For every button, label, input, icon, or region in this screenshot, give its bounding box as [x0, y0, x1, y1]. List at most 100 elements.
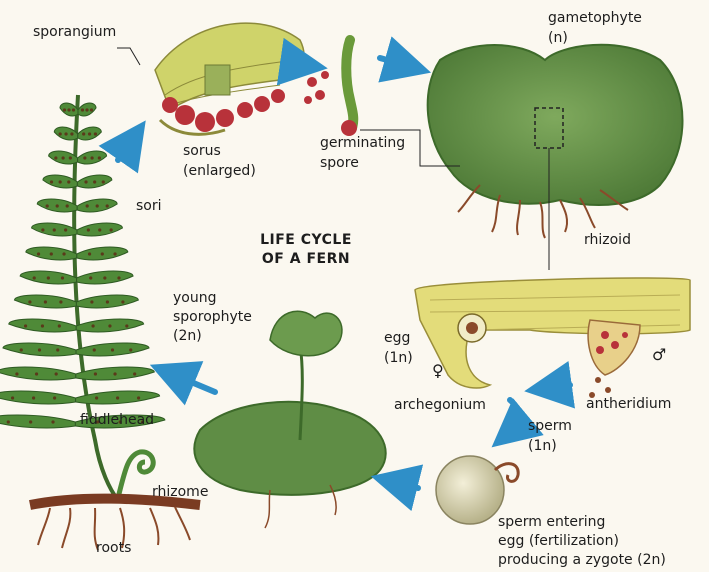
- label-sperm: sperm: [528, 418, 572, 435]
- sorus-dot: [7, 420, 10, 423]
- sorus-dot: [84, 180, 87, 183]
- label-sporophyte-ploidy: (2n): [173, 328, 202, 345]
- sorus-dot: [70, 132, 73, 135]
- sorus-dot: [102, 180, 105, 183]
- sorus-dot: [64, 132, 67, 135]
- sorus-dot: [67, 108, 70, 111]
- sorus-dot: [50, 252, 53, 255]
- sorus-dot: [69, 156, 72, 159]
- sorus-dot: [32, 396, 35, 399]
- sorus-dot: [62, 252, 65, 255]
- sorus-dot: [56, 348, 59, 351]
- fiddlehead-curl: [118, 452, 153, 498]
- sorus-dot: [93, 180, 96, 183]
- sorus-dot: [51, 420, 54, 423]
- sorus-dot: [83, 156, 86, 159]
- sorus-dot: [46, 204, 49, 207]
- label-spore: spore: [320, 155, 359, 172]
- label-sori: sori: [136, 198, 162, 215]
- sorus-dot: [90, 108, 93, 111]
- diagram-title-line-1: LIFE CYCLE: [246, 232, 366, 249]
- sorus-dot: [110, 228, 113, 231]
- sorus-dot: [94, 372, 97, 375]
- sorus-dot: [93, 348, 96, 351]
- egg-cell: [458, 314, 486, 342]
- sorus-dot: [106, 300, 109, 303]
- male-symbol: ♂: [652, 346, 666, 363]
- sorus-dot: [91, 324, 94, 327]
- sorus-dot: [41, 324, 44, 327]
- sorus-dot: [55, 372, 58, 375]
- sorus-dot: [82, 132, 85, 135]
- label-archegonium: archegonium: [394, 397, 486, 414]
- sorus-dot: [63, 108, 66, 111]
- label-sperm-ploidy: (1n): [528, 438, 557, 455]
- sorus-dot: [44, 300, 47, 303]
- sorus-dot: [108, 324, 111, 327]
- sorus-dot: [89, 276, 92, 279]
- label-egg: egg: [384, 330, 410, 347]
- label-sporangium: sporangium: [33, 24, 116, 41]
- mature-fern-illustration: [0, 95, 200, 550]
- label-egg-ploidy: (1n): [384, 350, 413, 367]
- sorus-dot: [61, 276, 64, 279]
- arrow-sorus-to-spore: [283, 62, 304, 65]
- sorus-dot: [50, 180, 53, 183]
- sorus-dot: [113, 252, 116, 255]
- sorus-dot: [38, 348, 41, 351]
- sorus-dot: [113, 372, 116, 375]
- label-roots: roots: [96, 540, 131, 557]
- sorus-dot: [28, 300, 31, 303]
- sorus-dot: [59, 132, 62, 135]
- sorus-dot: [88, 252, 91, 255]
- sorus-dot: [86, 204, 89, 207]
- sorus-dot: [37, 252, 40, 255]
- arrow-down-sperm: [510, 400, 519, 432]
- sorus-dot: [72, 108, 75, 111]
- sorus-dot: [41, 228, 44, 231]
- arrow-zygote-to-young: [394, 482, 418, 488]
- sorus-dot: [11, 396, 14, 399]
- sorus-dot: [116, 396, 119, 399]
- sorus-dot: [88, 132, 91, 135]
- arrow-young-to-fern: [172, 374, 215, 392]
- sorus-dot: [64, 228, 67, 231]
- sorus-dot: [24, 324, 27, 327]
- sorus-dot: [35, 372, 38, 375]
- arrow-sperm-to-egg: [548, 385, 570, 388]
- fern-pinnae: [0, 103, 165, 428]
- arrow-sori-to-sorus: [118, 140, 132, 160]
- label-fertilization-3: producing a zygote (2n): [498, 552, 666, 569]
- germinating-spore-illustration: [304, 40, 357, 136]
- sorus-dot: [98, 228, 101, 231]
- sorus-dot: [95, 396, 98, 399]
- antheridium-body: [588, 320, 640, 375]
- label-fertilization-1: sperm entering: [498, 514, 605, 531]
- sorus-dot: [67, 180, 70, 183]
- label-sporophyte: sporophyte: [173, 309, 252, 326]
- label-gametophyte: gametophyte: [548, 10, 642, 27]
- sorus-dot: [29, 420, 32, 423]
- label-antheridium: antheridium: [586, 396, 671, 413]
- sorus-dot: [90, 300, 93, 303]
- released-sperm: [589, 377, 611, 398]
- sorus-dot: [58, 324, 61, 327]
- sorus-dot: [15, 372, 18, 375]
- sorus-enlarged-illustration: [155, 23, 304, 134]
- sorus-dot: [54, 156, 57, 159]
- female-symbol: ♀: [432, 362, 444, 379]
- sorus-dot: [85, 108, 88, 111]
- label-fiddlehead: fiddlehead: [80, 412, 154, 429]
- sorus-dot: [121, 300, 124, 303]
- pinna-l-13: [0, 415, 75, 428]
- sorus-dot: [103, 276, 106, 279]
- sorus-dot: [56, 204, 59, 207]
- sorus-dot: [106, 204, 109, 207]
- sorus-dot: [98, 156, 101, 159]
- sorus-dot: [59, 300, 62, 303]
- gametophyte-illustration: [428, 45, 683, 270]
- sorus-dot: [47, 276, 50, 279]
- diagram-title-line-2: OF A FERN: [246, 251, 366, 268]
- sorus-dot: [96, 204, 99, 207]
